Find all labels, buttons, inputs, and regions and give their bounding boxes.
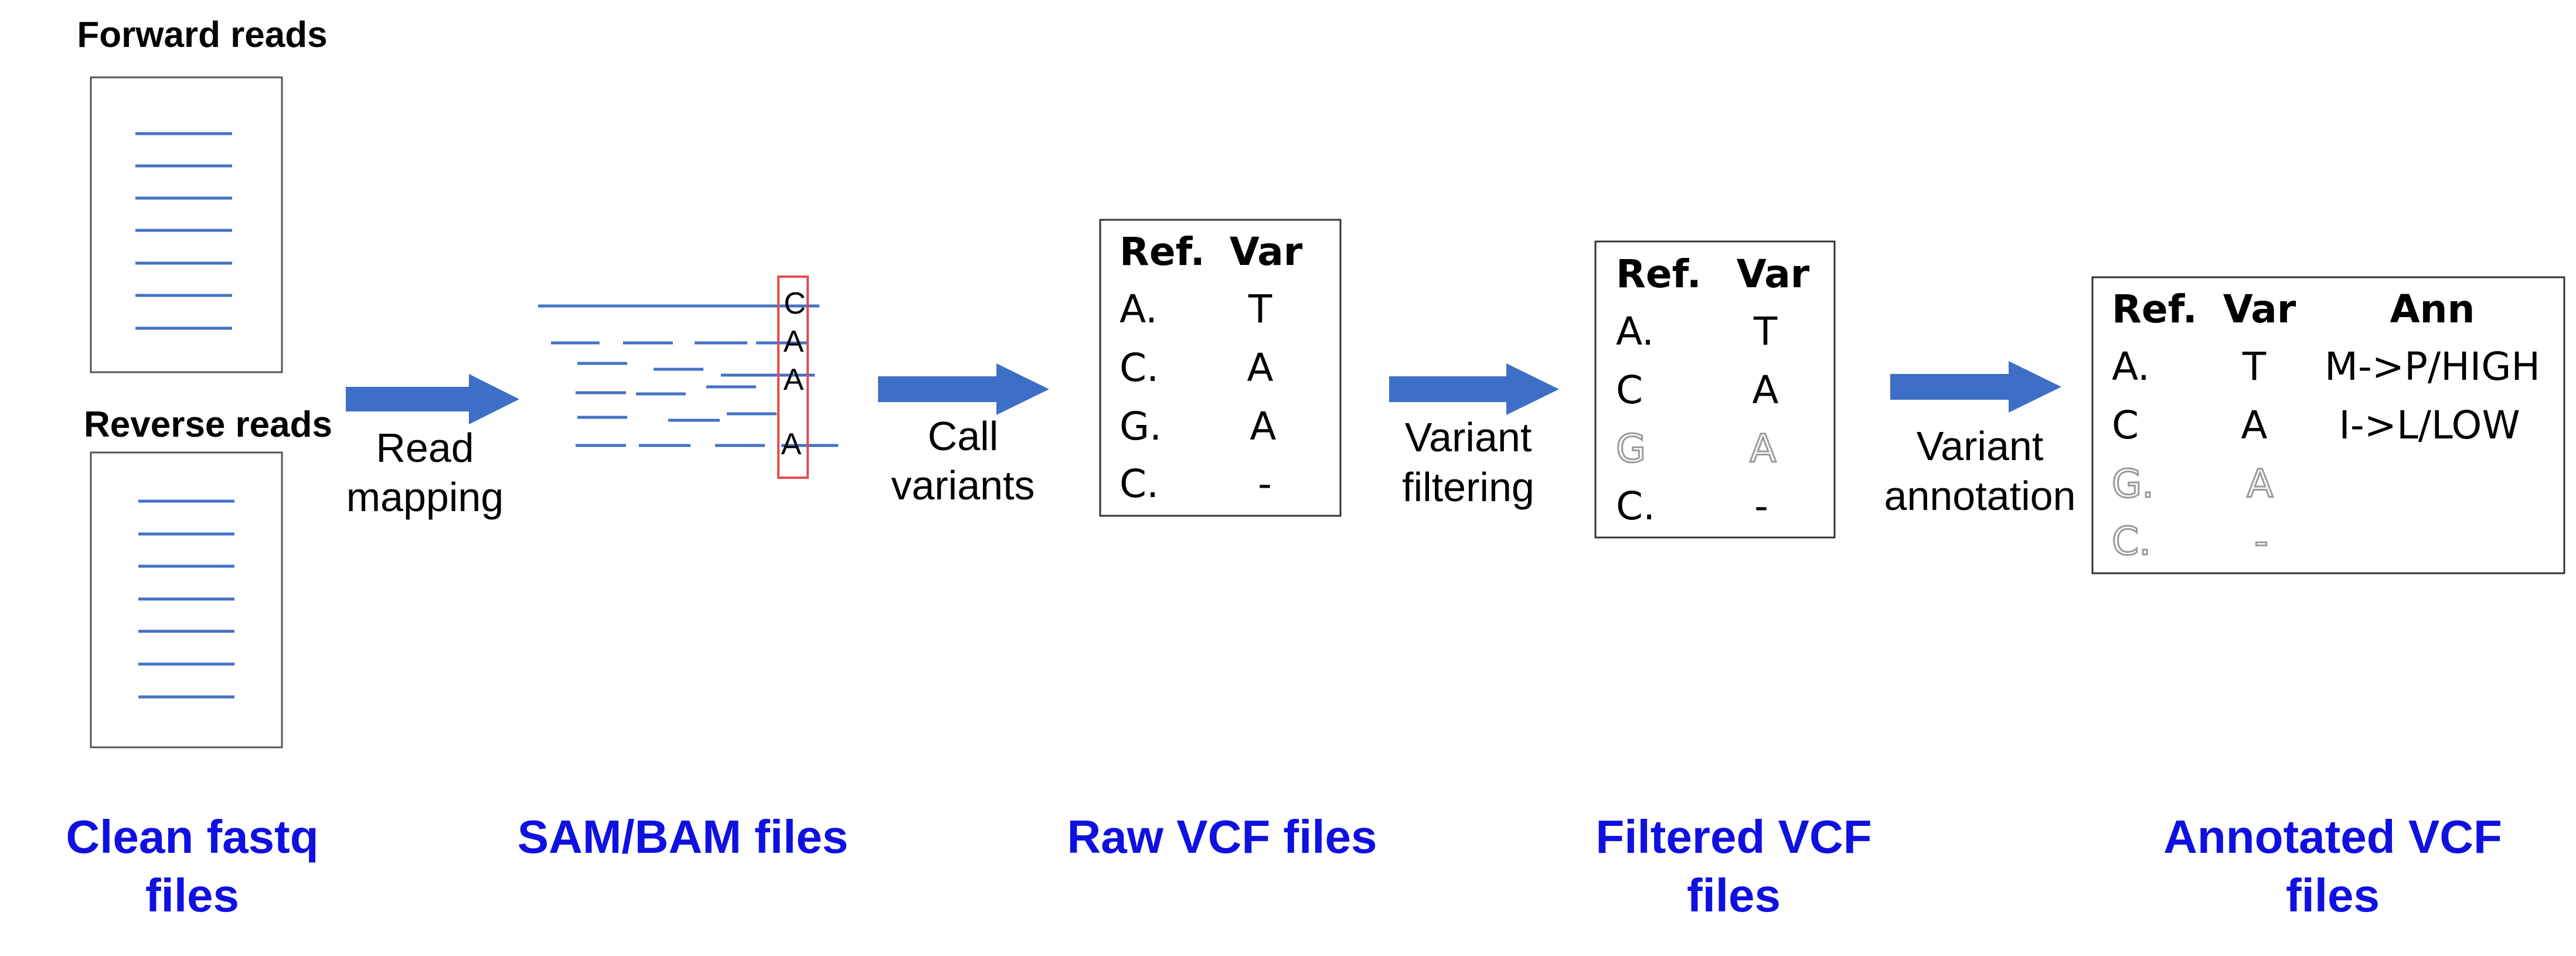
- filtered-vcf-header-ref: Ref.: [1616, 251, 1702, 297]
- read-mapping-label-line2: mapping: [346, 474, 504, 520]
- annotated-vcf-ref-filtered-out: G.: [2112, 461, 2154, 506]
- stage-label-annotated-vcf-line2: files: [2286, 869, 2380, 921]
- annotated-vcf-var: A: [2241, 403, 2267, 448]
- call-variants-label-line2: variants: [891, 462, 1035, 508]
- variant-filtering-arrow: [1389, 363, 1559, 415]
- aligned-read-lines: [538, 304, 838, 447]
- filtered-vcf-box: [1594, 240, 1836, 539]
- call-variants-arrow: [878, 363, 1049, 415]
- filtered-vcf-ref: C.: [1616, 484, 1655, 529]
- variant-filtering-label-line2: filtering: [1402, 464, 1534, 510]
- raw-vcf-ref: C.: [1119, 345, 1159, 390]
- read-mapping-arrow: [346, 374, 519, 424]
- filtered-vcf-ref-filtered-out: G: [1616, 426, 1646, 471]
- raw-vcf-ref: C.: [1119, 461, 1159, 506]
- filtered-vcf-var: -: [1754, 484, 1768, 529]
- variant-filtering-step: Variant filtering: [1389, 363, 1559, 510]
- reverse-reads-label: Reverse reads: [84, 404, 332, 445]
- variant-annotation-arrow: [1890, 361, 2061, 413]
- variant-annotation-label-line1: Variant: [1917, 423, 2044, 469]
- annotated-vcf-header-var: Var: [2223, 287, 2296, 332]
- call-variants-step: Call variants: [878, 363, 1049, 508]
- base-letter: A: [784, 363, 804, 397]
- base-letter: C: [784, 287, 806, 321]
- annotated-vcf-ref: A.: [2112, 344, 2150, 389]
- stage-label-fastq-line1: Clean fastq: [66, 811, 318, 863]
- filtered-vcf-table: Ref. Var A. T C A G A C. -: [1594, 240, 1836, 539]
- base-letter: A: [781, 427, 802, 461]
- variant-annotation-step: Variant annotation: [1884, 361, 2076, 519]
- stage-label-raw-vcf: Raw VCF files: [1067, 811, 1377, 863]
- read-mapping-label-line1: Read: [376, 425, 474, 471]
- annotated-vcf-header-ann: Ann: [2390, 287, 2475, 332]
- raw-vcf-var: -: [1258, 461, 1272, 506]
- forward-reads-file: [90, 76, 283, 373]
- stage-label-fastq-line2: files: [145, 869, 239, 921]
- raw-vcf-box: [1099, 219, 1342, 517]
- stage-label-annotated-vcf-line1: Annotated VCF: [2163, 811, 2502, 863]
- variant-column-highlight: [777, 275, 809, 479]
- annotated-vcf-var-filtered-out: -: [2254, 519, 2268, 564]
- alignment-stage: C A A A: [538, 275, 838, 479]
- forward-read-lines: [135, 132, 232, 330]
- annotated-vcf-ann: I->L/LOW: [2339, 403, 2520, 448]
- annotated-vcf-table: Ref. Var Ann A. T M->P/HIGH C A I->L/LOW…: [2091, 276, 2565, 574]
- raw-vcf-header-ref: Ref.: [1119, 229, 1205, 274]
- fastq-stage: Forward reads Reverse reads: [77, 15, 332, 749]
- annotated-vcf-ref-filtered-out: C.: [2112, 519, 2151, 564]
- annotated-vcf-ref: C: [2112, 403, 2139, 448]
- stage-labels: Clean fastq files SAM/BAM files Raw VCF …: [66, 811, 2502, 921]
- filtered-vcf-var-filtered-out: A: [1750, 426, 1776, 471]
- stage-label-sam-bam: SAM/BAM files: [518, 811, 849, 863]
- forward-reads-label: Forward reads: [77, 15, 327, 55]
- annotated-vcf-var-filtered-out: A: [2247, 461, 2273, 506]
- raw-vcf-var: A: [1247, 345, 1273, 390]
- filtered-vcf-var: A: [1752, 368, 1778, 413]
- stage-label-filtered-vcf-line2: files: [1687, 869, 1781, 921]
- call-variants-label-line1: Call: [928, 413, 999, 459]
- filtered-vcf-ref: C: [1616, 368, 1643, 413]
- raw-vcf-var: A: [1250, 404, 1276, 449]
- filtered-vcf-ref: A.: [1616, 309, 1654, 354]
- raw-vcf-var: T: [1248, 287, 1272, 332]
- annotated-vcf-var: T: [2242, 344, 2267, 389]
- variant-column-bases: C A A A: [781, 287, 806, 461]
- filtered-vcf-header-var: Var: [1737, 251, 1810, 297]
- raw-vcf-ref: G.: [1119, 404, 1162, 449]
- stage-label-filtered-vcf-line1: Filtered VCF: [1595, 811, 1871, 863]
- annotated-vcf-box: [2091, 276, 2565, 574]
- reverse-read-lines: [138, 499, 234, 699]
- filtered-vcf-var: T: [1753, 309, 1778, 354]
- annotated-vcf-header-ref: Ref.: [2112, 287, 2197, 332]
- variant-annotation-label-line2: annotation: [1884, 473, 2076, 519]
- variant-filtering-label-line1: Variant: [1405, 414, 1532, 460]
- annotated-vcf-ann: M->P/HIGH: [2325, 344, 2540, 389]
- base-letter: A: [784, 325, 804, 359]
- raw-vcf-header-var: Var: [1230, 229, 1303, 274]
- raw-vcf-table: Ref. Var A. T C. A G. A C. -: [1099, 219, 1342, 517]
- raw-vcf-ref: A.: [1119, 287, 1158, 332]
- read-mapping-step: Read mapping: [346, 374, 519, 520]
